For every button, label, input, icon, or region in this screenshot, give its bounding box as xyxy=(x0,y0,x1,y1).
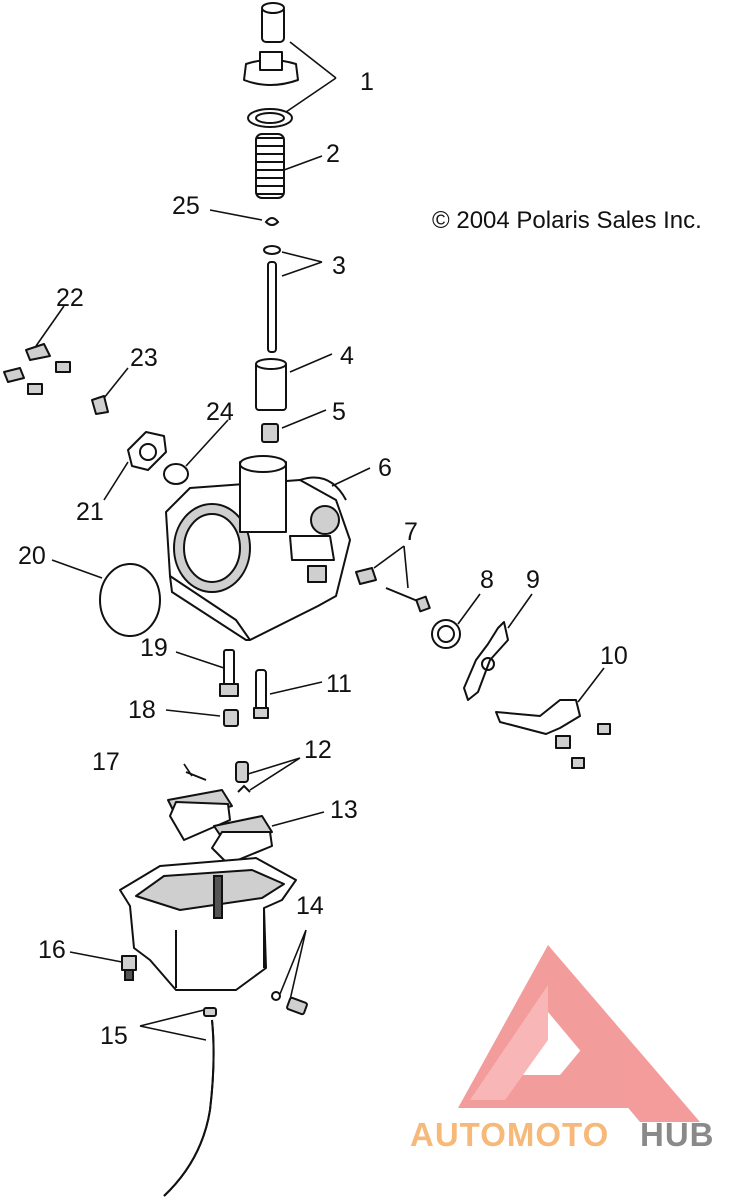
callout-5: 5 xyxy=(332,398,346,426)
part-24-oring xyxy=(163,463,189,485)
callout-19: 19 xyxy=(140,634,168,662)
part-16-screw xyxy=(121,955,137,981)
callout-8: 8 xyxy=(480,566,494,594)
callout-22: 22 xyxy=(56,284,84,312)
leader-lines xyxy=(35,41,605,1041)
callout-16: 16 xyxy=(38,936,66,964)
float-bowl xyxy=(119,857,297,991)
callout-20: 20 xyxy=(18,542,46,570)
part-15-drain-hose xyxy=(163,1007,217,1197)
callout-15: 15 xyxy=(100,1022,128,1050)
callout-7: 7 xyxy=(404,518,418,546)
callout-labels: 1 2 3 4 5 6 7 8 9 10 11 12 13 14 15 16 1… xyxy=(18,68,628,1050)
part-13-float xyxy=(167,789,273,865)
part-5-jet xyxy=(261,423,279,443)
part-20-oring xyxy=(99,563,161,637)
callout-14: 14 xyxy=(296,892,324,920)
callout-2: 2 xyxy=(326,140,340,168)
callout-18: 18 xyxy=(128,696,156,724)
copyright-notice: © 2004 Polaris Sales Inc. xyxy=(432,207,702,234)
part-4-slide xyxy=(255,358,287,411)
watermark-word-hub: HUB xyxy=(640,1116,715,1153)
part-22-screws xyxy=(3,343,71,395)
part-1-cap xyxy=(243,2,299,128)
watermark-word-automoto: AUTOMOTO xyxy=(410,1116,609,1153)
part-6-carburetor-body xyxy=(165,455,351,641)
callout-21: 21 xyxy=(76,498,104,526)
part-25-clip xyxy=(264,217,280,226)
part-9-lever xyxy=(463,621,509,701)
part-17-pin xyxy=(185,771,207,781)
callout-11: 11 xyxy=(326,670,352,698)
part-12-float-valve xyxy=(235,761,251,793)
part-19-needle-jet xyxy=(219,649,239,697)
callout-4: 4 xyxy=(340,342,354,370)
part-11-pilot-jet xyxy=(253,669,269,719)
part-21-gasket xyxy=(127,431,167,471)
part-14-drain-screw xyxy=(271,991,308,1016)
part-23-screw xyxy=(91,395,109,415)
callout-24: 24 xyxy=(206,398,234,426)
part-18-main-jet xyxy=(223,709,239,727)
watermark-logo xyxy=(458,945,700,1122)
callout-23: 23 xyxy=(130,344,158,372)
part-8-spring xyxy=(431,619,461,649)
callout-3: 3 xyxy=(332,252,346,280)
part-10-bracket xyxy=(495,699,611,769)
part-7-screws xyxy=(355,567,431,613)
callout-9: 9 xyxy=(526,566,540,594)
callout-6: 6 xyxy=(378,454,392,482)
callout-25: 25 xyxy=(172,192,200,220)
callout-12: 12 xyxy=(304,736,332,764)
part-2-spring xyxy=(255,133,285,199)
callout-17: 17 xyxy=(92,748,120,776)
callout-10: 10 xyxy=(600,642,628,670)
callout-13: 13 xyxy=(330,796,358,824)
part-3-needle xyxy=(263,245,281,353)
callout-1: 1 xyxy=(360,68,374,96)
